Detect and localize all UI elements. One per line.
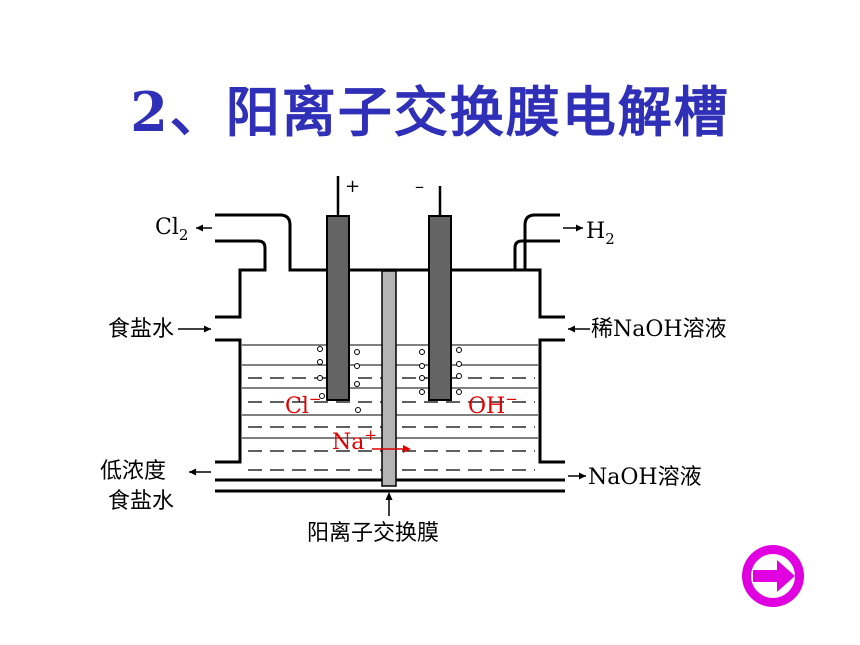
cl2-pipe-inner: [215, 239, 267, 319]
ion-exchange-membrane: [381, 270, 397, 487]
naoh-out-label: NaOH溶液: [588, 465, 702, 490]
low-conc-arrow: [189, 468, 196, 476]
cathode: [428, 215, 452, 401]
cell-top-outline: [215, 213, 560, 272]
oh-ion-label: OH−: [468, 390, 518, 419]
cell-right-wall: [538, 338, 565, 464]
h2-arrow: [576, 224, 583, 232]
naoh-out-arrow: [579, 472, 586, 480]
cl2-arrow: [196, 224, 203, 232]
anode: [326, 215, 350, 401]
low-conc-label-line1: 低浓度: [100, 459, 166, 484]
anode-sign: +: [345, 176, 360, 197]
cl2-label: Cl2: [155, 215, 188, 244]
membrane-label: 阳离子交换膜: [307, 521, 439, 546]
h2-pipe-inner: [513, 239, 565, 319]
dilute-naoh-arrow: [568, 325, 575, 333]
cathode-sign: –: [415, 176, 424, 197]
next-slide-button[interactable]: [740, 543, 806, 609]
page-title: 2、阳离子交换膜电解槽: [130, 80, 730, 144]
na-ion-label: Na+: [332, 426, 377, 455]
next-arrow-icon: [742, 545, 804, 607]
cell-left-wall: [215, 338, 242, 464]
gas-bubbles: [317, 346, 462, 413]
membrane-arrow: [385, 492, 393, 500]
na-migration-arrow: [403, 445, 411, 453]
brine-in-arrow: [204, 325, 211, 333]
brine-in-label: 食盐水: [108, 317, 174, 342]
dilute-naoh-label: 稀NaOH溶液: [591, 317, 727, 342]
low-conc-label-line2: 食盐水: [108, 489, 174, 514]
cl-ion-label: Cl−: [285, 390, 321, 419]
h2-label: H2: [586, 219, 615, 248]
